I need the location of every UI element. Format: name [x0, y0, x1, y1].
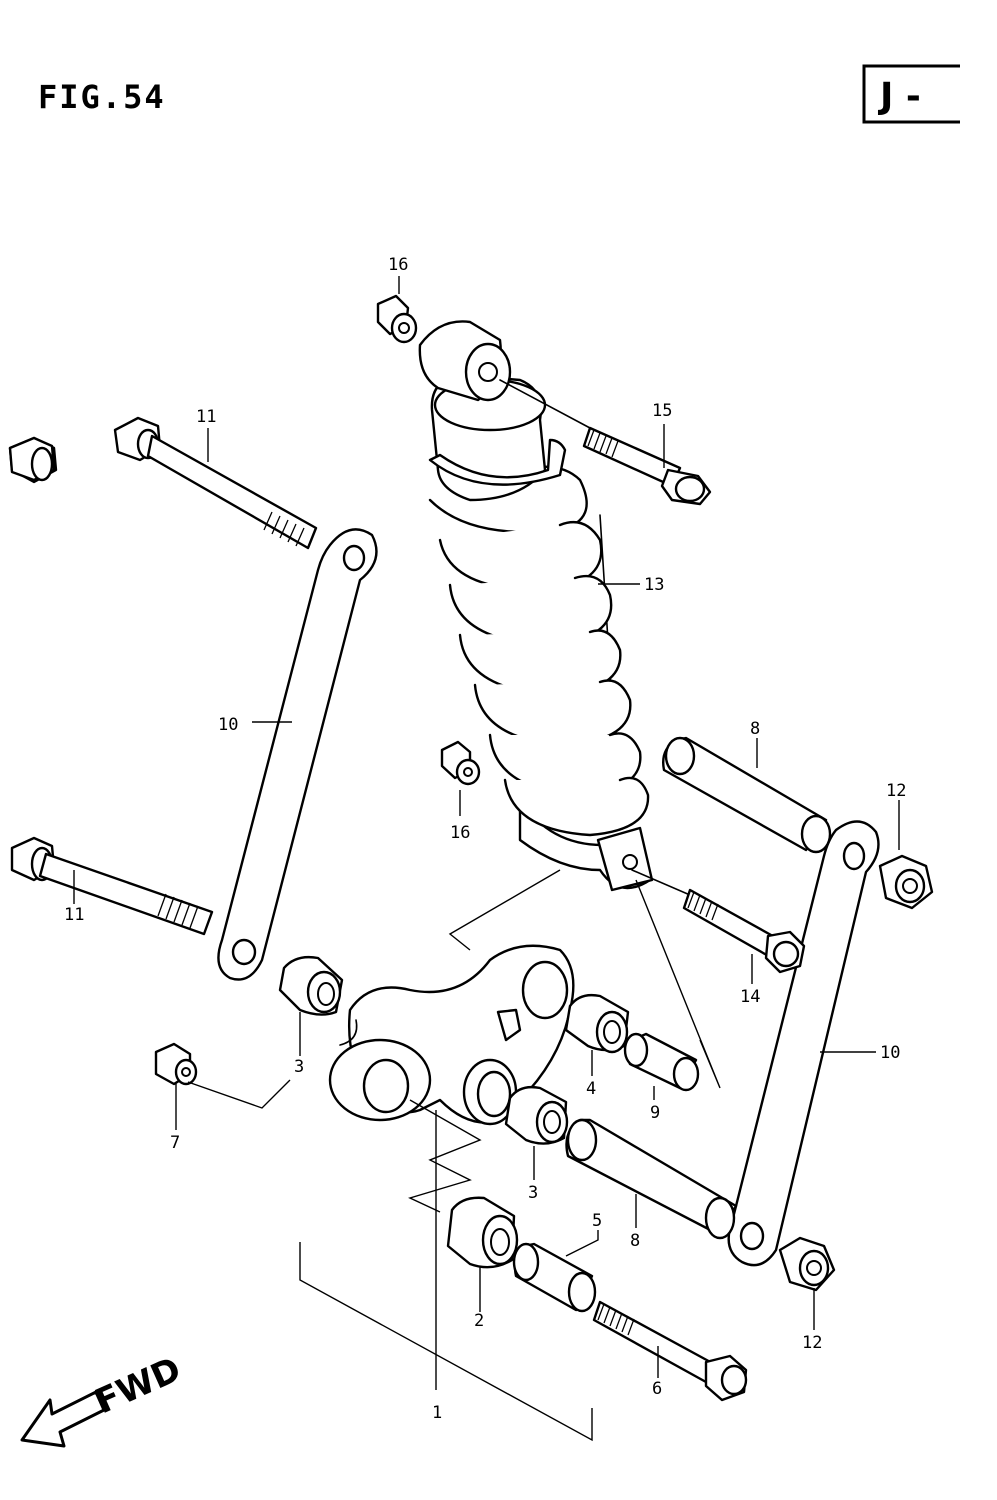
callout-1: 1	[432, 1403, 442, 1423]
callout-8-upper: 8	[750, 719, 760, 739]
callout-5: 5	[592, 1211, 602, 1231]
bolt-11-lower-body	[10, 836, 214, 936]
leader-lines	[73, 276, 900, 1378]
forward-direction-indicator: FWD	[20, 1349, 187, 1448]
callout-11-upper: 11	[196, 407, 216, 427]
nut-16-lower	[440, 740, 481, 786]
nut-7	[154, 1042, 198, 1086]
callout-10-left: 10	[218, 715, 238, 735]
bolt-11-lower	[8, 436, 58, 484]
callout-4: 4	[586, 1079, 596, 1099]
callout-14: 14	[740, 987, 760, 1007]
bearing-4	[564, 993, 630, 1054]
callout-11-lower: 11	[64, 905, 84, 925]
callout-7: 7	[170, 1133, 180, 1153]
callout-12-lower-label: 12	[802, 1333, 822, 1353]
bolt-6	[592, 1300, 748, 1402]
callout-3-lower: 3	[528, 1183, 538, 1203]
nut-12-upper	[878, 854, 934, 910]
callout-10-right: 10	[880, 1043, 900, 1063]
model-tag: J -	[877, 76, 921, 117]
callout-13: 13	[644, 575, 664, 595]
callout-6: 6	[652, 1379, 662, 1399]
bearing-3-upper	[278, 955, 344, 1016]
callout-8-lower: 8	[630, 1231, 640, 1251]
cushion-lever	[328, 944, 575, 1126]
shock-spring	[428, 465, 650, 837]
bearing-2	[446, 1196, 519, 1269]
rear-shock-absorber	[418, 320, 654, 892]
callout-16-lower: 16	[450, 823, 470, 843]
link-rod-10-right	[727, 820, 880, 1267]
assembly-bracket	[299, 1242, 593, 1442]
spacer-9	[623, 1032, 700, 1092]
forward-label: FWD	[89, 1349, 187, 1422]
spacer-5	[512, 1242, 597, 1313]
collar-8-lower	[565, 1118, 738, 1240]
forward-arrow-icon	[20, 1390, 106, 1448]
callout-9: 9	[650, 1103, 660, 1123]
bearing-3-lower	[504, 1085, 569, 1145]
nut-16-upper	[376, 294, 418, 344]
callout-labels: 16 15 11 13 10 8 12 16 11 14 10 3 4 9 7 …	[64, 255, 906, 1423]
bolt-11-upper	[113, 416, 318, 550]
nut-12-lower	[778, 1236, 836, 1292]
model-tag-box: J -	[862, 64, 960, 124]
callout-2: 2	[474, 1311, 484, 1331]
link-rod-10-left	[217, 528, 378, 981]
callout-12-upper: 12	[886, 781, 906, 801]
callout-15: 15	[652, 401, 672, 421]
figure-title: FIG.54	[38, 78, 166, 116]
bolt-14	[631, 869, 806, 974]
callout-3-upper: 3	[294, 1057, 304, 1077]
callout-16-upper: 16	[388, 255, 408, 275]
bolt-15	[499, 379, 712, 506]
collar-8-upper	[662, 736, 832, 854]
